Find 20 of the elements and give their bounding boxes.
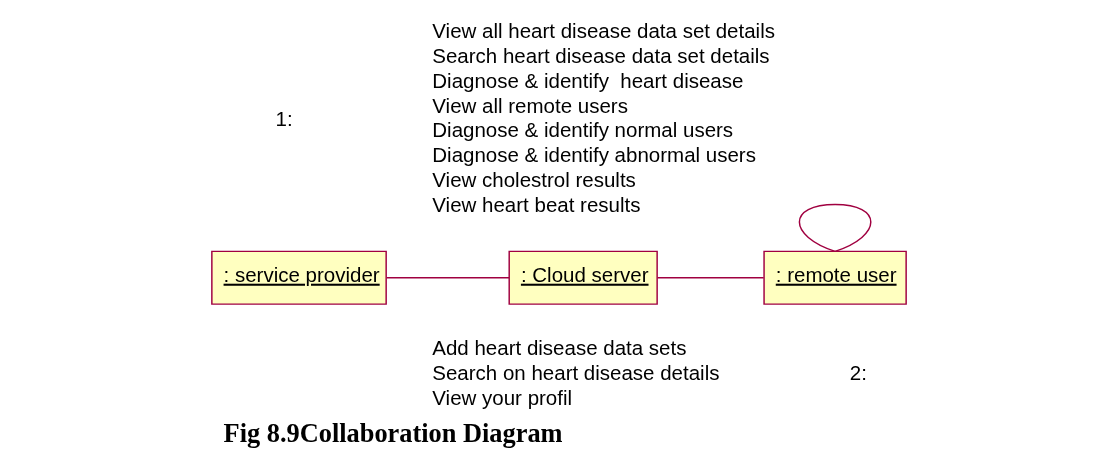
connector (656, 277, 764, 279)
label: 2: (849, 360, 867, 384)
label: Add heart disease data sets (431, 335, 686, 359)
label: 1: (275, 106, 293, 130)
node-box: : service provider (210, 250, 387, 305)
label: Diagnose & identify normal users (431, 118, 733, 142)
label: Search heart disease data set details (431, 43, 770, 67)
node-box: : remote user (762, 250, 907, 305)
connector (385, 277, 510, 279)
label: Search on heart disease details (431, 360, 719, 384)
label: Diagnose & identify heart disease (431, 68, 743, 92)
label: Diagnose & identify abnormal users (431, 143, 756, 167)
node-box: : Cloud server (507, 250, 658, 305)
caption: Fig 8.9Collaboration Diagram (223, 419, 563, 449)
label: View all heart disease data set details (431, 18, 775, 42)
label: View all remote users (431, 93, 628, 117)
label: View your profil (431, 385, 572, 409)
label: View cholestrol results (431, 168, 636, 192)
label: View heart beat results (431, 193, 640, 217)
connector (798, 203, 872, 253)
